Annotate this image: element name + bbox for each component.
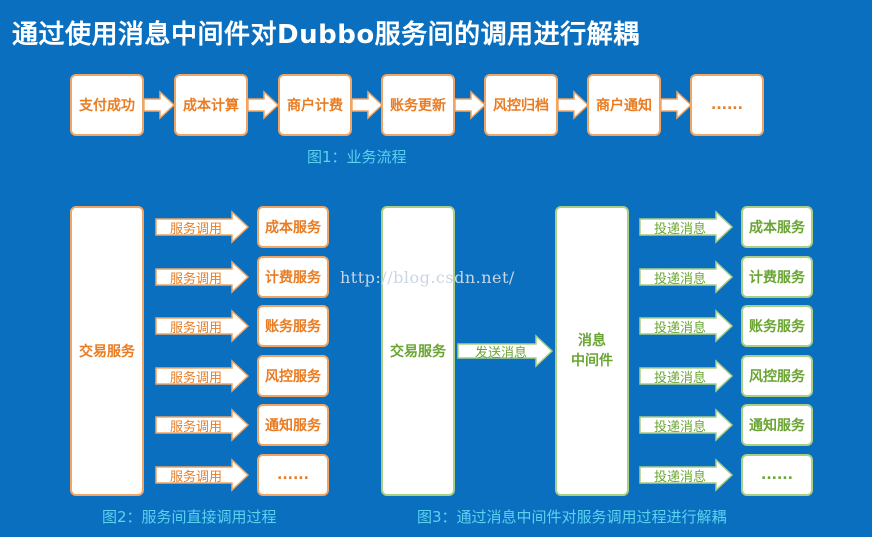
fig1-caption: 图1：业务流程: [307, 148, 407, 166]
fig2-call-arrow: [155, 210, 250, 244]
fig3-target-service: ......: [741, 454, 813, 496]
fig2-call-arrow: [155, 309, 250, 343]
fig2-call-arrow: [155, 260, 250, 294]
fig2-target-service: 通知服务: [257, 404, 329, 446]
fig2-call-label: 服务调用: [169, 272, 222, 287]
fig1-step: 商户通知: [587, 74, 661, 136]
fig2-source-service: 交易服务: [70, 206, 144, 496]
fig2-target-service: 成本服务: [257, 206, 329, 248]
fig2-call-label: 服务调用: [169, 420, 222, 435]
fig3-call-label: 投递消息: [653, 470, 706, 485]
fig1-arrow: [660, 90, 693, 120]
fig2-call-label: 服务调用: [169, 321, 222, 336]
fig3-call-arrow: [639, 458, 734, 492]
fig3-target-service: 计费服务: [741, 256, 813, 298]
fig1-arrow: [247, 90, 280, 120]
fig1-arrow: [351, 90, 384, 120]
diagram-title: 通过使用消息中间件对Dubbo服务间的调用进行解耦: [12, 20, 640, 50]
fig3-message-middleware: 消息 中间件: [555, 206, 629, 496]
fig3-target-service: 账务服务: [741, 305, 813, 347]
fig3-call-label: 投递消息: [653, 222, 706, 237]
watermark: http://blog.csdn.net/: [340, 268, 515, 287]
fig1-arrow: [143, 90, 176, 120]
fig3-call-arrow: [639, 210, 734, 244]
fig3-send-arrow: [457, 334, 554, 368]
fig3-call-arrow: [639, 309, 734, 343]
fig1-arrow: [557, 90, 590, 120]
fig2-call-arrow: [155, 408, 250, 442]
fig2-target-service: ......: [257, 454, 329, 496]
fig3-call-label: 投递消息: [653, 420, 706, 435]
fig2-target-service: 风控服务: [257, 355, 329, 397]
fig2-call-arrow: [155, 359, 250, 393]
fig1-step: 账务更新: [381, 74, 455, 136]
fig1-arrow: [454, 90, 487, 120]
fig2-target-service: 账务服务: [257, 305, 329, 347]
fig3-caption: 图3：通过消息中间件对服务调用过程进行解耦: [417, 508, 727, 526]
fig1-step: 风控归档: [484, 74, 558, 136]
fig2-call-arrow: [155, 458, 250, 492]
fig2-caption: 图2：服务间直接调用过程: [102, 508, 277, 526]
fig3-call-arrow: [639, 408, 734, 442]
fig3-call-label: 投递消息: [653, 321, 706, 336]
fig1-step: ......: [690, 74, 764, 136]
fig3-call-arrow: [639, 260, 734, 294]
fig3-source-service: 交易服务: [381, 206, 455, 496]
fig3-target-service: 风控服务: [741, 355, 813, 397]
fig1-step: 成本计算: [174, 74, 248, 136]
fig2-call-label: 服务调用: [169, 470, 222, 485]
fig2-call-label: 服务调用: [169, 222, 222, 237]
fig3-call-label: 投递消息: [653, 272, 706, 287]
fig1-step: 商户计费: [278, 74, 352, 136]
fig3-send-label: 发送消息: [474, 346, 527, 361]
fig3-call-arrow: [639, 359, 734, 393]
fig3-target-service: 通知服务: [741, 404, 813, 446]
fig2-call-label: 服务调用: [169, 371, 222, 386]
fig3-target-service: 成本服务: [741, 206, 813, 248]
fig1-step: 支付成功: [70, 74, 144, 136]
fig3-call-label: 投递消息: [653, 371, 706, 386]
fig2-target-service: 计费服务: [257, 256, 329, 298]
